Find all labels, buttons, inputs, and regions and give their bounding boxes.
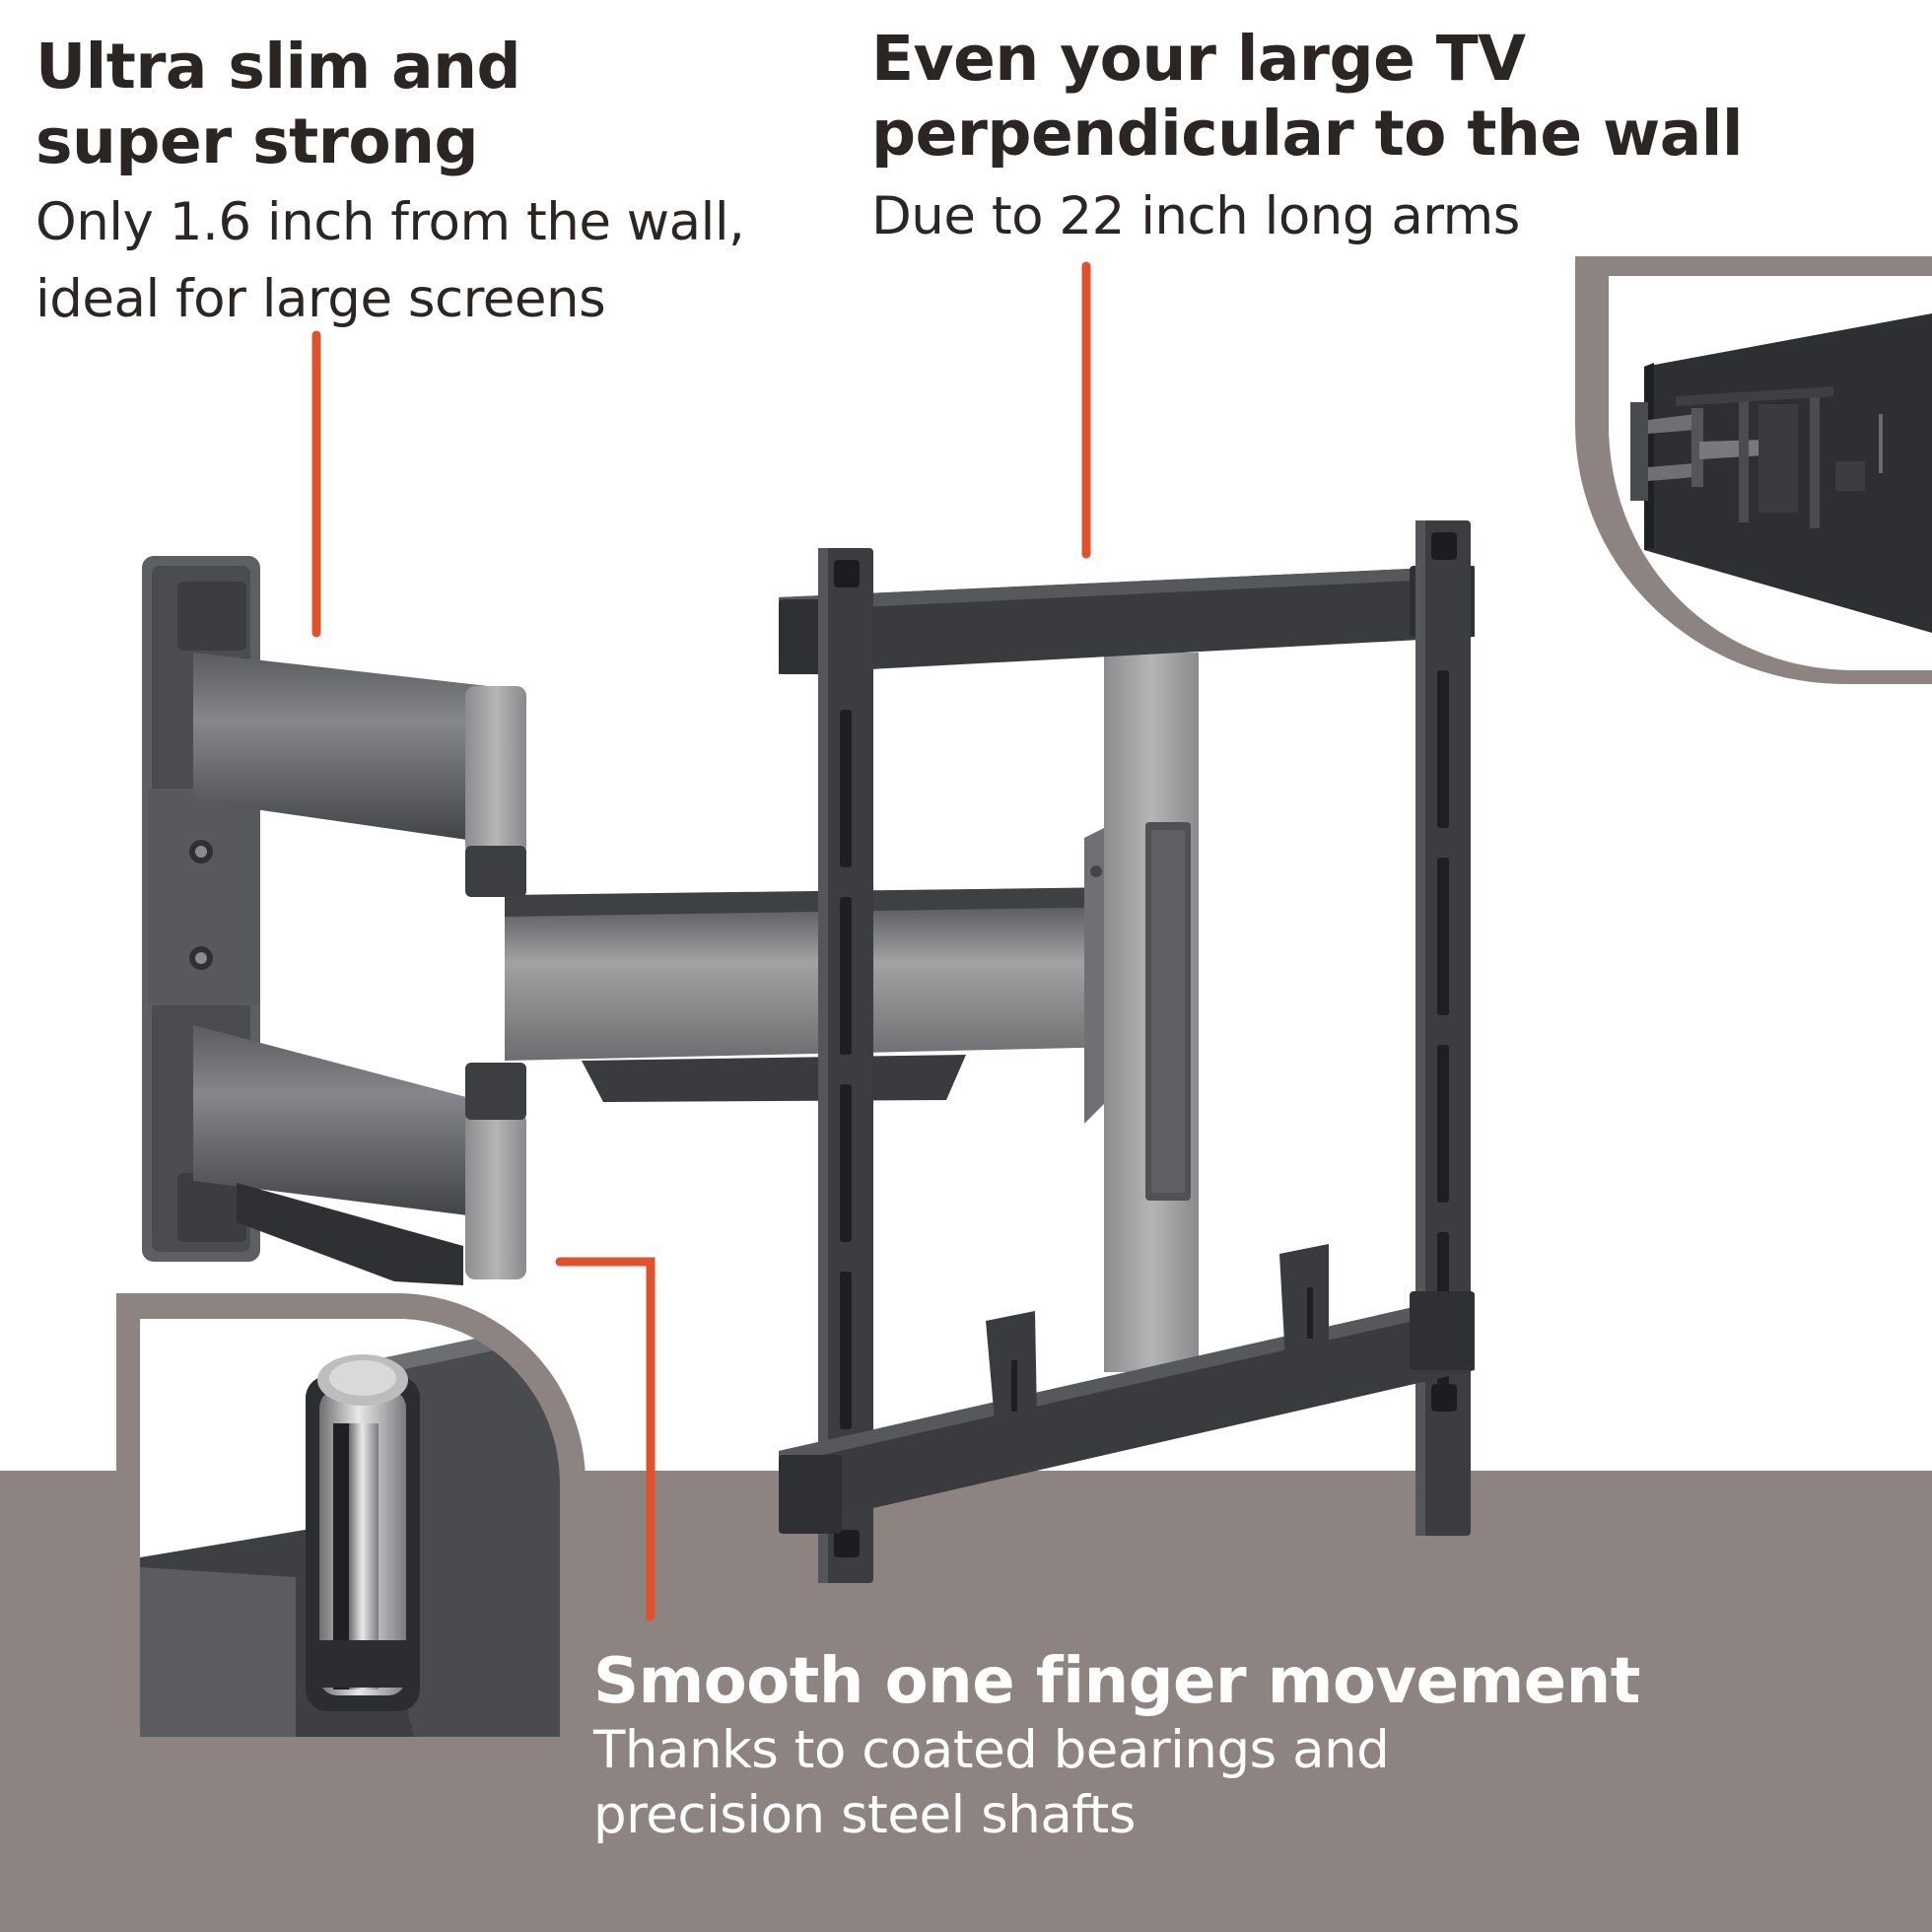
smooth-callout-line [555,1257,656,1622]
callout-lines [311,261,1091,1622]
feature-description: precision steel shafts [593,1785,1136,1845]
feature-title: Even your large TV [871,23,1526,95]
upper-arm [193,653,526,897]
lower-arm [193,1025,526,1285]
feature-perpendicular: Even your large TV perpendicular to the … [871,22,1897,250]
feature-title: Smooth one finger movement [593,1645,1640,1718]
feature-description: ideal for large screens [35,269,606,329]
feature-ultra-slim: Ultra slim and super strong Only 1.6 inc… [35,30,863,333]
feature-smooth-movement: Smooth one finger movement Thanks to coa… [593,1644,1875,1849]
feature-title: perpendicular to the wall [871,98,1743,170]
bearing-shaft-inset [116,1293,586,1737]
middle-arm [505,887,1124,1102]
perpendicular-tv-inset [1575,256,1932,684]
tv-bracket-frame [779,520,1475,1583]
feature-description: Only 1.6 inch from the wall, [35,192,745,252]
feature-description: Thanks to coated bearings and [593,1720,1390,1780]
center-pillar [1084,653,1199,1372]
feature-title: super strong [35,105,479,177]
feature-title: Ultra slim and [35,31,521,103]
feature-description: Due to 22 inch long arms [871,186,1520,246]
